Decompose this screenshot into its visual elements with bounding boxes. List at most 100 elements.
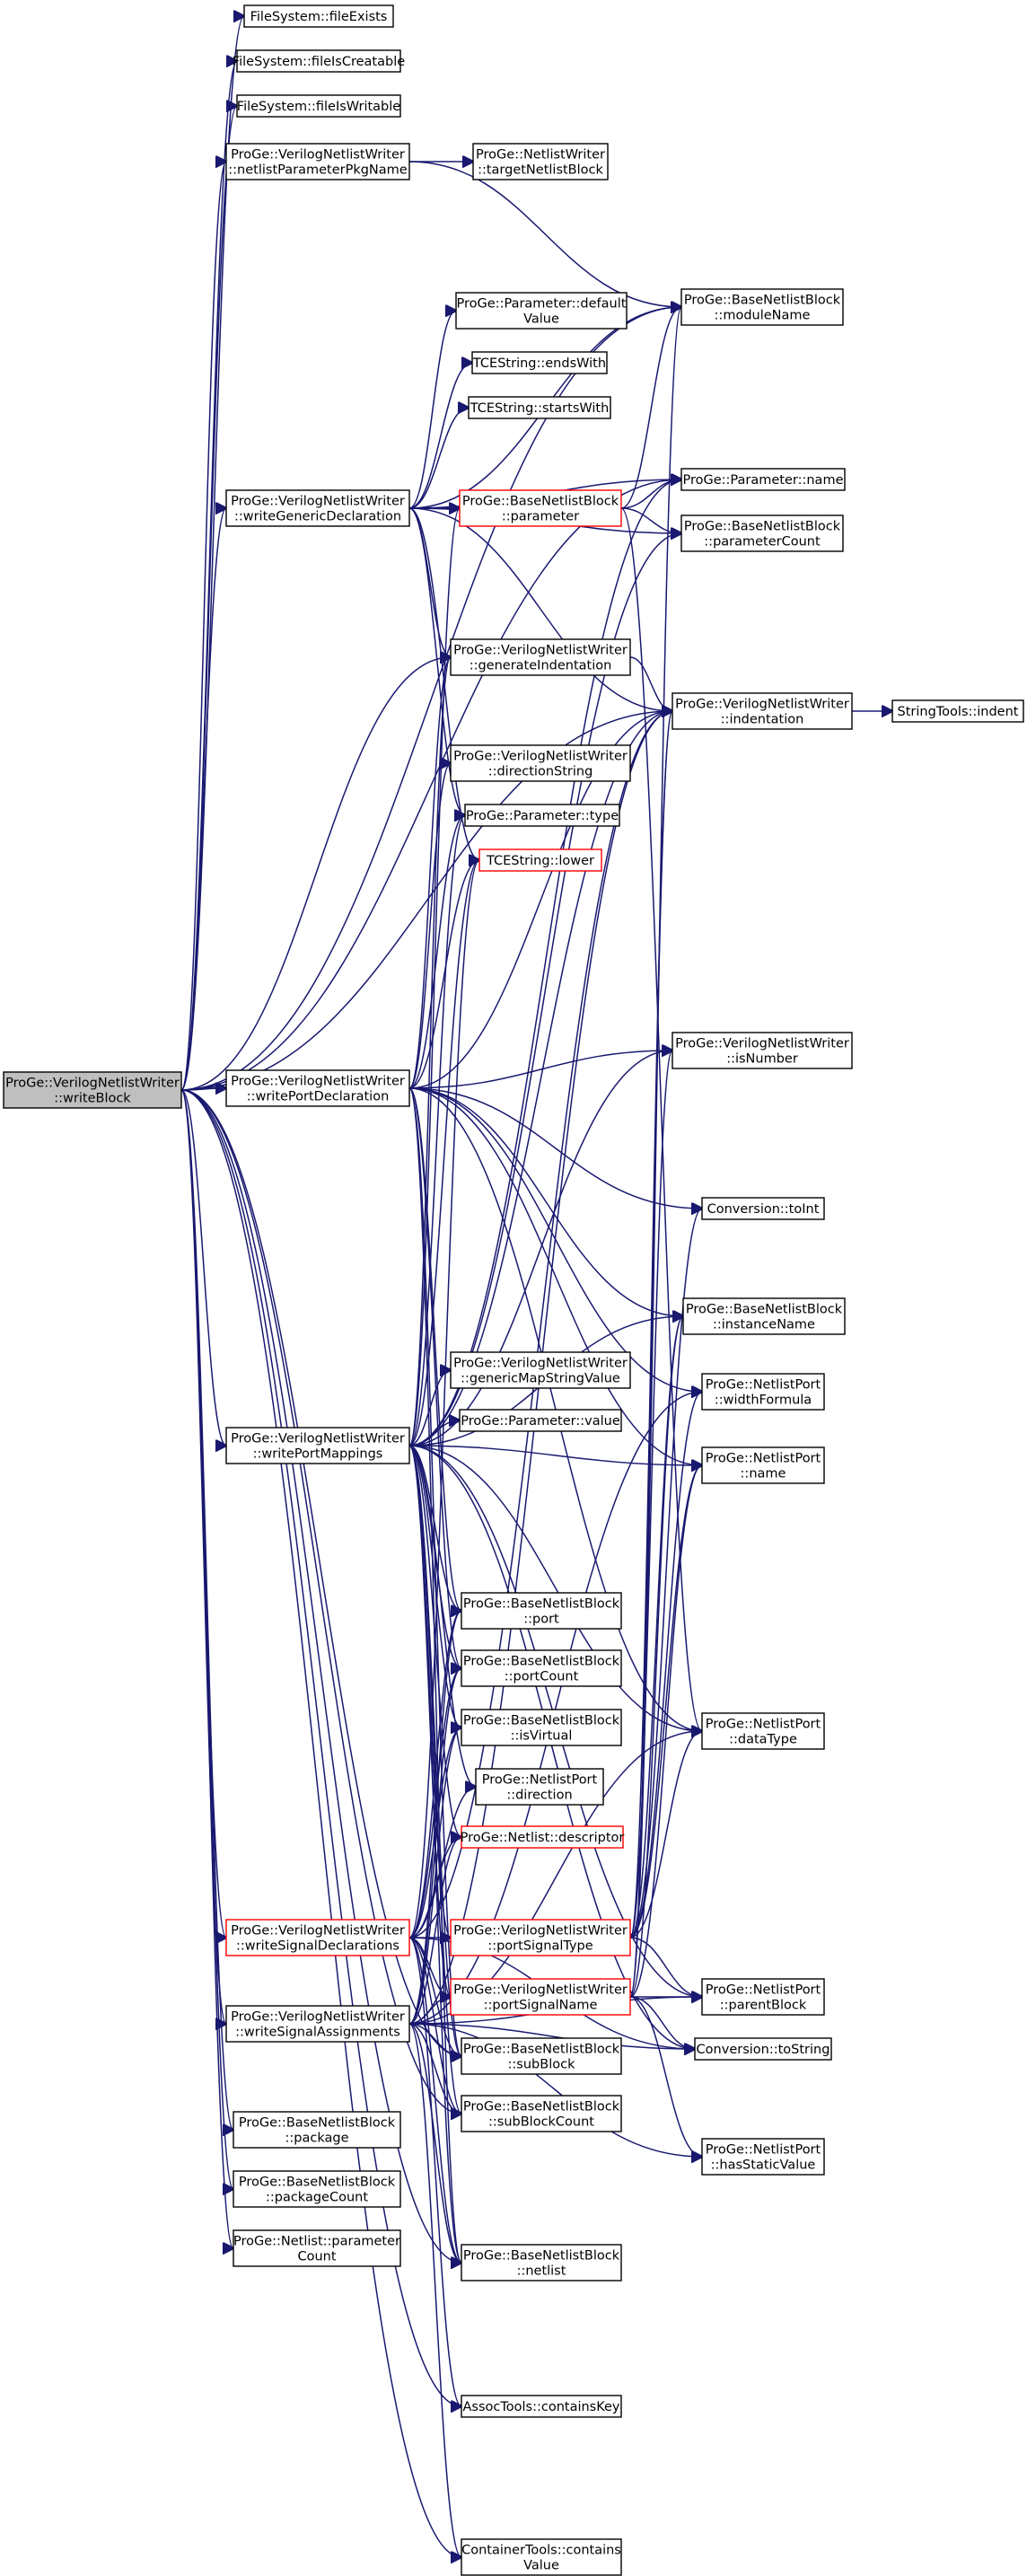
node-box[interactable] (461, 1709, 622, 1746)
node-port-name[interactable]: ProGe::NetlistPort::name (701, 1446, 825, 1484)
node-target-netlist-block[interactable]: ProGe::NetlistWriter::targetNetlistBlock (472, 143, 609, 180)
node-box[interactable] (225, 2005, 410, 2043)
node-box[interactable] (680, 468, 846, 491)
node-root[interactable]: ProGe::VerilogNetlistWriter::writeBlock (3, 1071, 182, 1109)
node-instance-name[interactable]: ProGe::BaseNetlistBlock::instanceName (682, 1297, 846, 1335)
node-box[interactable] (464, 804, 620, 827)
node-box[interactable] (701, 2138, 825, 2176)
node-box[interactable] (233, 2111, 401, 2149)
node-box[interactable] (459, 1409, 622, 1432)
node-box[interactable] (450, 1978, 631, 2016)
node-box[interactable] (682, 1297, 846, 1335)
node-box[interactable] (455, 292, 628, 330)
node-ends-with[interactable]: TCEString::endsWith (471, 351, 608, 374)
node-box[interactable] (243, 4, 394, 28)
node-box[interactable] (459, 489, 622, 527)
node-box[interactable] (461, 1592, 622, 1630)
node-parameter-type[interactable]: ProGe::Parameter::type (464, 804, 620, 827)
node-box[interactable] (701, 1373, 825, 1411)
node-box[interactable] (701, 1978, 825, 2016)
node-box[interactable] (672, 692, 853, 730)
node-width-formula[interactable]: ProGe::NetlistPort::widthFormula (701, 1373, 825, 1411)
node-generic-map-string-value[interactable]: ProGe::VerilogNetlistWriter::genericMapS… (450, 1351, 631, 1389)
node-direction-string[interactable]: ProGe::VerilogNetlistWriter::directionSt… (450, 744, 631, 782)
node-box[interactable] (461, 1825, 624, 1849)
node-parameter[interactable]: ProGe::BaseNetlistBlock::parameter (459, 489, 622, 527)
node-box[interactable] (461, 2037, 622, 2075)
node-is-number[interactable]: ProGe::VerilogNetlistWriter::isNumber (672, 1032, 853, 1069)
node-box[interactable] (450, 638, 631, 676)
node-package-count[interactable]: ProGe::BaseNetlistBlock::packageCount (233, 2170, 401, 2208)
node-box[interactable] (225, 1427, 410, 1464)
node-port-signal-name[interactable]: ProGe::VerilogNetlistWriter::portSignalN… (450, 1978, 631, 2016)
node-write-generic-declaration[interactable]: ProGe::VerilogNetlistWriter::writeGeneri… (225, 489, 410, 527)
node-box[interactable] (461, 1649, 622, 1687)
node-box[interactable] (233, 2170, 401, 2208)
node-box[interactable] (450, 744, 631, 782)
node-box[interactable] (672, 1032, 853, 1069)
node-box[interactable] (236, 94, 401, 118)
node-box[interactable] (461, 2095, 622, 2132)
node-box[interactable] (461, 2395, 622, 2418)
node-box[interactable] (3, 1071, 182, 1109)
node-write-port-mappings[interactable]: ProGe::VerilogNetlistWriter::writePortMa… (225, 1427, 410, 1464)
node-to-string[interactable]: Conversion::toString (694, 2037, 832, 2061)
node-write-port-declaration[interactable]: ProGe::VerilogNetlistWriter::writePortDe… (225, 1069, 410, 1107)
node-package[interactable]: ProGe::BaseNetlistBlock::package (233, 2111, 401, 2149)
node-parameter-count[interactable]: ProGe::BaseNetlistBlock::parameterCount (680, 514, 844, 552)
node-box[interactable] (680, 288, 844, 326)
node-is-virtual[interactable]: ProGe::BaseNetlistBlock::isVirtual (461, 1709, 622, 1746)
node-has-static-value[interactable]: ProGe::NetlistPort::hasStaticValue (701, 2138, 825, 2176)
node-box[interactable] (475, 1768, 604, 1806)
node-port[interactable]: ProGe::BaseNetlistBlock::port (461, 1592, 622, 1630)
node-box[interactable] (701, 1712, 825, 1750)
node-direction[interactable]: ProGe::NetlistPort::direction (475, 1768, 604, 1806)
node-string-indent[interactable]: StringTools::indent (891, 699, 1024, 723)
node-box[interactable] (461, 2244, 622, 2281)
node-box[interactable] (694, 2037, 832, 2061)
node-box[interactable] (236, 49, 401, 73)
node-box[interactable] (680, 514, 844, 552)
node-contains-key[interactable]: AssocTools::containsKey (461, 2395, 622, 2418)
node-module-name[interactable]: ProGe::BaseNetlistBlock::moduleName (680, 288, 844, 326)
node-indentation[interactable]: ProGe::VerilogNetlistWriter::indentation (672, 692, 853, 730)
node-generate-indentation[interactable]: ProGe::VerilogNetlistWriter::generateInd… (450, 638, 631, 676)
node-file-is-writable[interactable]: FileSystem::fileIsWritable (236, 94, 401, 118)
node-box[interactable] (701, 1197, 825, 1220)
node-netlist-parameter-pkg-name[interactable]: ProGe::VerilogNetlistWriter::netlistPara… (225, 143, 410, 180)
node-starts-with[interactable]: TCEString::startsWith (468, 396, 611, 419)
node-netlist[interactable]: ProGe::BaseNetlistBlock::netlist (461, 2244, 622, 2281)
node-lower[interactable]: TCEString::lower (478, 848, 602, 872)
node-data-type[interactable]: ProGe::NetlistPort::dataType (701, 1712, 825, 1750)
node-sub-block-count[interactable]: ProGe::BaseNetlistBlock::subBlockCount (461, 2095, 622, 2132)
node-port-signal-type[interactable]: ProGe::VerilogNetlistWriter::portSignalT… (450, 1919, 631, 1956)
node-parameter-value[interactable]: ProGe::Parameter::value (459, 1409, 622, 1432)
node-sub-block[interactable]: ProGe::BaseNetlistBlock::subBlock (461, 2037, 622, 2075)
node-box[interactable] (450, 1919, 631, 1956)
node-file-exists[interactable]: FileSystem::fileExists (243, 4, 394, 28)
node-descriptor[interactable]: ProGe::Netlist::descriptor (461, 1825, 625, 1849)
node-write-signal-declarations[interactable]: ProGe::VerilogNetlistWriter::writeSignal… (225, 1919, 410, 1956)
node-box[interactable] (471, 351, 608, 374)
node-box[interactable] (461, 2538, 622, 2576)
node-file-is-creatable[interactable]: FileSystem::fileIsCreatable (233, 49, 405, 73)
node-box[interactable] (225, 143, 410, 180)
node-parameter-name[interactable]: ProGe::Parameter::name (680, 468, 846, 491)
node-box[interactable] (450, 1351, 631, 1389)
node-box[interactable] (225, 1919, 410, 1956)
node-box[interactable] (468, 396, 611, 419)
node-box[interactable] (478, 848, 602, 872)
node-write-signal-assignments[interactable]: ProGe::VerilogNetlistWriter::writeSignal… (225, 2005, 410, 2043)
node-box[interactable] (233, 2229, 401, 2267)
node-parent-block[interactable]: ProGe::NetlistPort::parentBlock (701, 1978, 825, 2016)
node-box[interactable] (891, 699, 1024, 723)
node-box[interactable] (225, 1069, 410, 1107)
node-box[interactable] (701, 1446, 825, 1484)
node-netlist-parameter-count[interactable]: ProGe::Netlist::parameterCount (233, 2229, 401, 2267)
node-port-count[interactable]: ProGe::BaseNetlistBlock::portCount (461, 1649, 622, 1687)
node-box[interactable] (472, 143, 609, 180)
node-to-int[interactable]: Conversion::toInt (701, 1197, 825, 1220)
node-box[interactable] (225, 489, 410, 527)
